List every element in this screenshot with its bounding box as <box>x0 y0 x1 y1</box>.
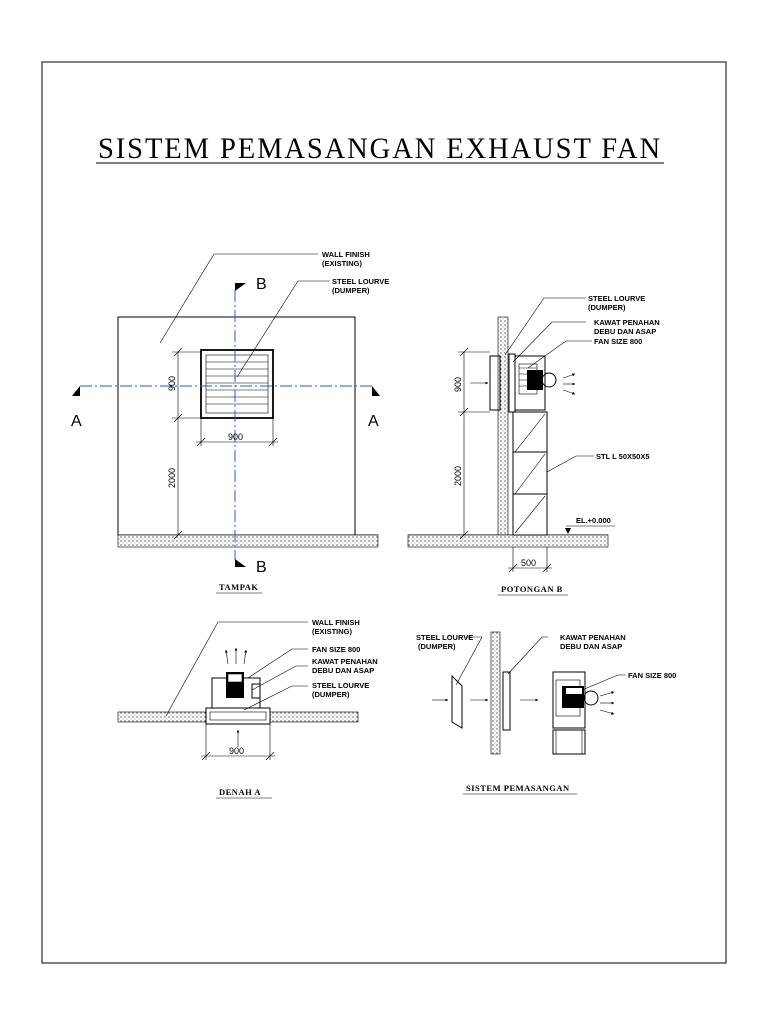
label-kawat-b1: KAWAT PENAHAN <box>594 318 660 327</box>
label-kawat-a1: KAWAT PENAHAN <box>312 657 378 666</box>
dim-2000-section: 2000 <box>453 466 463 486</box>
label-steel-louvre-a2: (DUMPER) <box>312 690 350 699</box>
caption-tampak: TAMPAK <box>219 582 259 592</box>
dim-900-plan: 900 <box>229 746 244 756</box>
section-b-bottom: B <box>256 559 267 576</box>
label-fan-size-s: FAN SIZE 800 <box>628 671 676 680</box>
wall-section <box>497 316 509 536</box>
dim-500: 500 <box>521 558 536 568</box>
label-steel-louvre-a1: STEEL LOURVE <box>312 681 369 690</box>
dim-2000-vertical: 2000 <box>167 468 177 488</box>
sheet-border <box>41 61 727 964</box>
dim-900-vertical: 900 <box>167 376 177 391</box>
label-steel-louvre-1: STEEL LOURVE <box>332 277 389 286</box>
label-stl: STL L 50X50X5 <box>596 452 650 461</box>
caption-sistem-pemasangan: SISTEM PEMASANGAN <box>466 783 570 793</box>
caption-denah-a: DENAH A <box>219 787 261 797</box>
section-b-top: B <box>256 276 267 293</box>
louvre-front <box>200 349 274 419</box>
label-kawat-s2: DEBU DAN ASAP <box>560 642 622 651</box>
ground-hatch <box>117 534 379 548</box>
sheet-title: SISTEM PEMASANGAN EXHAUST FAN <box>98 132 662 165</box>
label-fan-size-b: FAN SIZE 800 <box>594 337 642 346</box>
label-steel-louvre-b1: STEEL LOURVE <box>588 294 645 303</box>
steel-support-frame <box>512 411 548 536</box>
view-potongan-b: 900 2000 500 EL.+0.000 STEEL LOURVE (DUM… <box>407 294 660 596</box>
label-steel-louvre-2: (DUMPER) <box>332 286 370 295</box>
label-steel-louvre-b2: (DUMPER) <box>588 303 626 312</box>
caption-potongan-b: POTONGAN B <box>501 584 563 594</box>
label-kawat-b2: DEBU DAN ASAP <box>594 327 656 336</box>
label-kawat-s1: KAWAT PENAHAN <box>560 633 626 642</box>
label-wall-finish-1: WALL FINISH <box>322 250 370 259</box>
section-a-right: A <box>368 413 379 430</box>
label-steel-louvre-s1: STEEL LOURVE <box>416 633 473 642</box>
view-denah-a: 900 WALL FINISH (EXISTING) FAN SIZE 800 … <box>117 618 378 799</box>
label-steel-louvre-s2: (DUMPER) <box>418 642 456 651</box>
label-elevation: EL.+0.000 <box>576 516 611 525</box>
label-wall-finish-2: (EXISTING) <box>322 259 363 268</box>
section-a-left: A <box>71 413 82 430</box>
dim-900-section: 900 <box>453 377 463 392</box>
dim-900-horizontal: 900 <box>228 432 243 442</box>
view-tampak: A A B B 900 2000 900 WALL FINISH (EXISTI… <box>71 250 389 594</box>
label-kawat-a2: DEBU DAN ASAP <box>312 666 374 675</box>
label-fan-size-a: FAN SIZE 800 <box>312 645 360 654</box>
label-wall-finish-a1: WALL FINISH <box>312 618 360 627</box>
view-sistem-pemasangan: STEEL LOURVE (DUMPER) KAWAT PENAHAN DEBU… <box>416 631 676 795</box>
label-wall-finish-a2: (EXISTING) <box>312 627 353 636</box>
